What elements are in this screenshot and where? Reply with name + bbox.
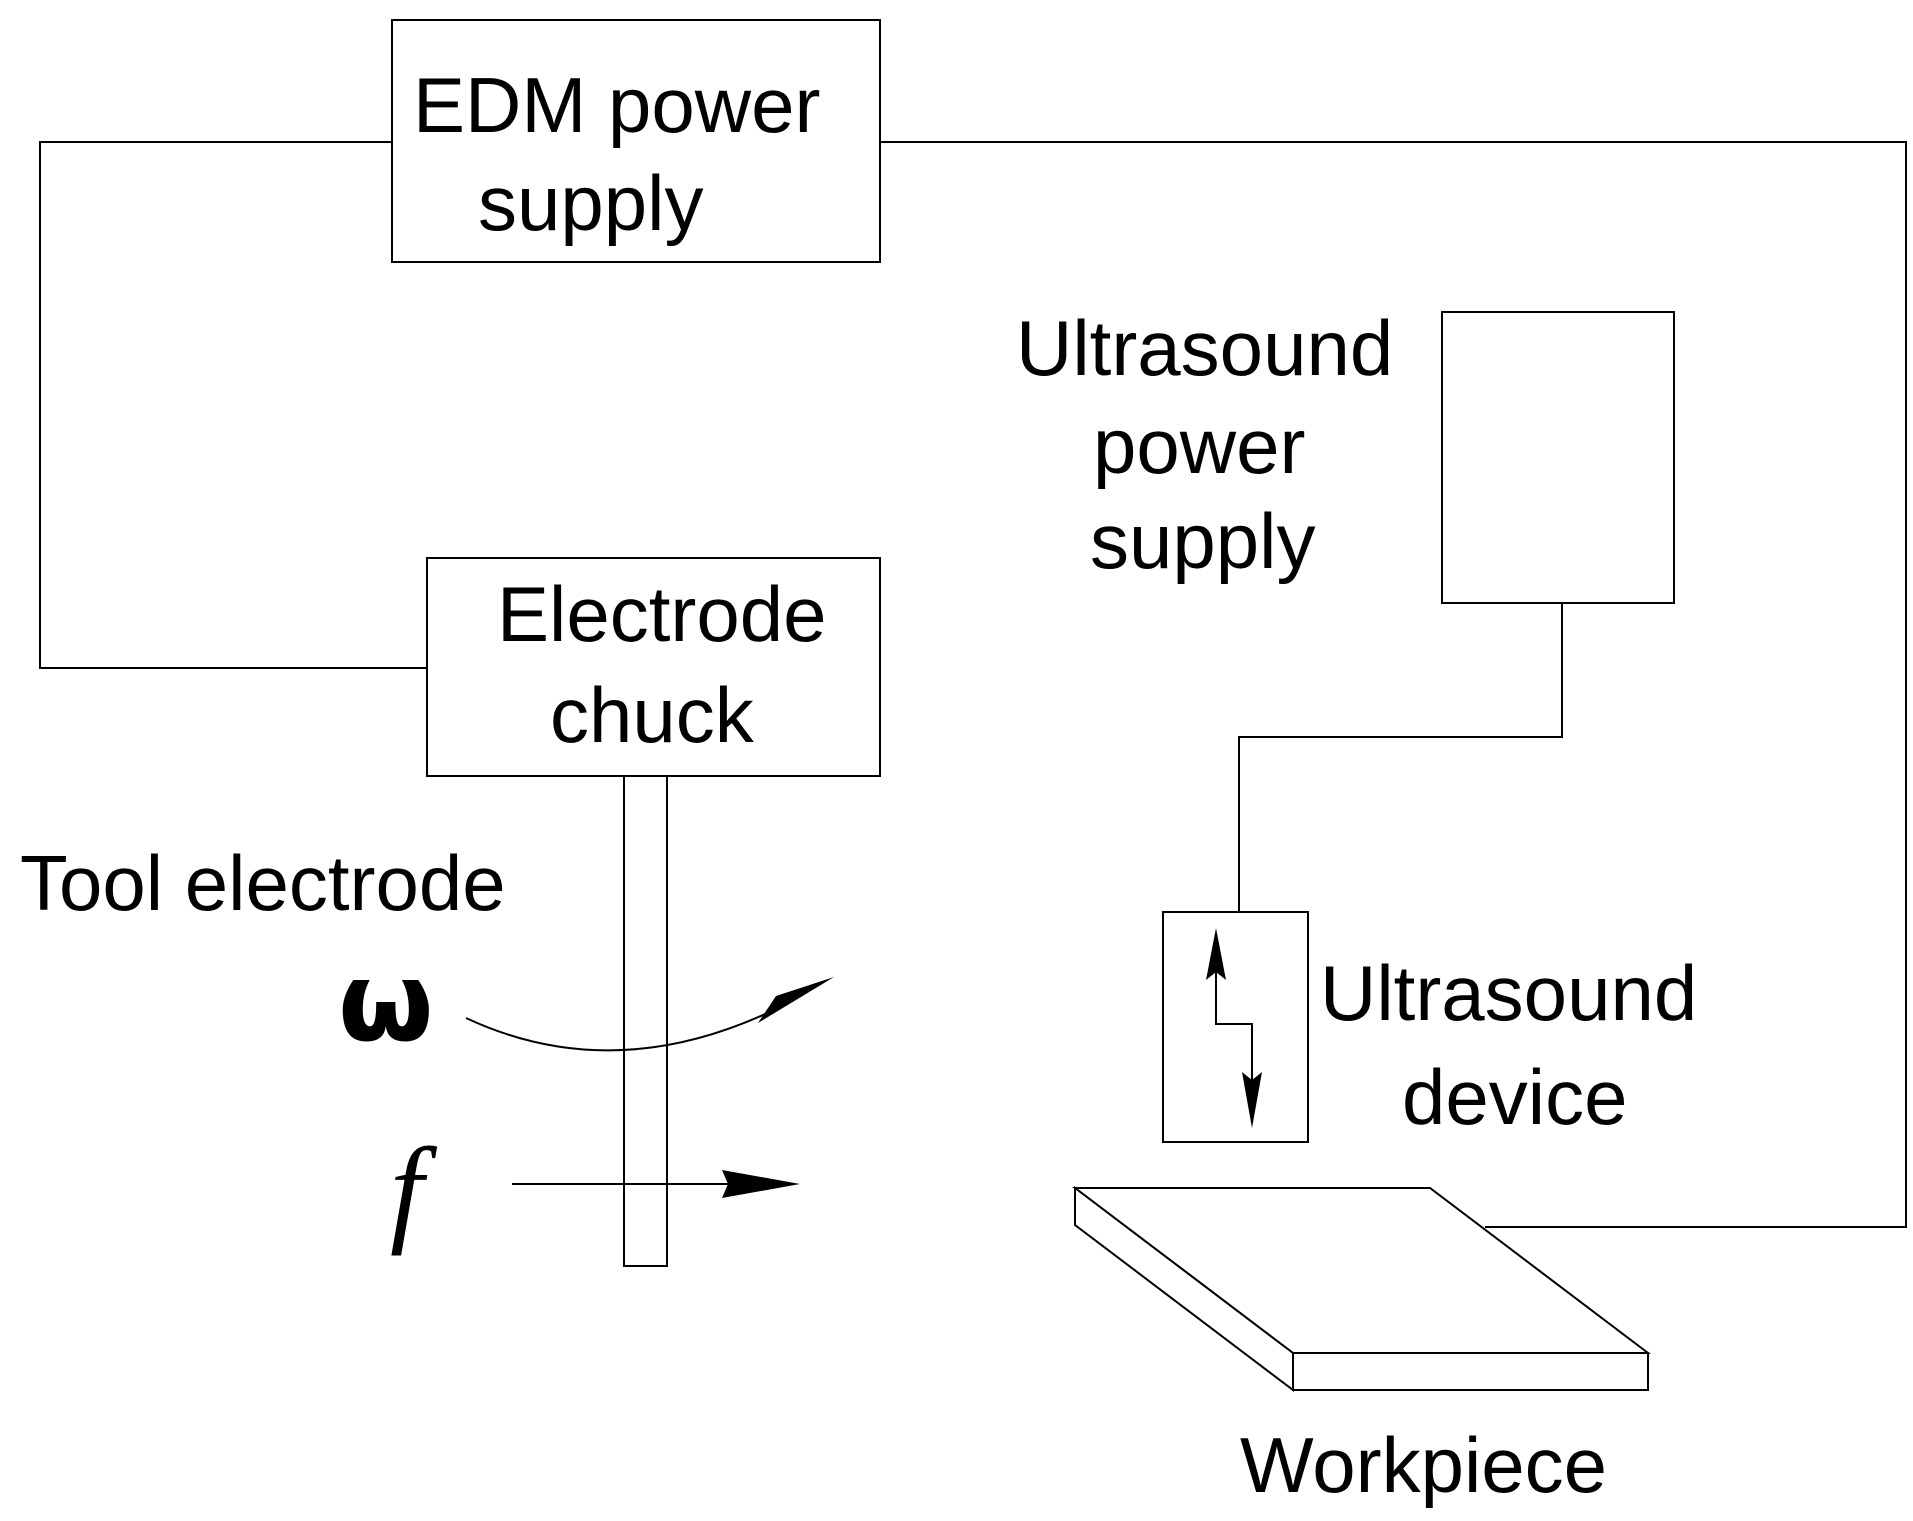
rotation-symbol: ω bbox=[338, 938, 434, 1066]
electrode-chuck-label-line2: chuck bbox=[550, 671, 755, 759]
wire-edm-to-chuck bbox=[39, 141, 427, 669]
vibration-arrowhead-down bbox=[1242, 1072, 1262, 1128]
edm-power-supply-label-line1: EDM power bbox=[413, 61, 820, 149]
edm-power-supply-label-line2: supply bbox=[478, 159, 703, 247]
ultrasound-device-box bbox=[1162, 911, 1309, 1143]
vibration-arrowhead-up bbox=[1206, 928, 1226, 980]
tool-electrode-label: Tool electrode bbox=[20, 839, 506, 927]
feed-arrowhead bbox=[722, 1170, 800, 1198]
ultrasound-device-label-line1: Ultrasound bbox=[1320, 949, 1697, 1037]
vibration-zigzag bbox=[1215, 958, 1253, 1088]
ultrasound-power-supply-label-line2: power bbox=[1093, 402, 1305, 490]
ultrasound-power-supply-label-line1: Ultrasound bbox=[1016, 304, 1393, 392]
wire-ultrasound-supply-to-device bbox=[1238, 603, 1563, 912]
feed-symbol: f bbox=[390, 1123, 438, 1256]
ultrasound-power-supply-label-line3: supply bbox=[1090, 497, 1315, 585]
edm-power-supply-box bbox=[391, 19, 881, 263]
workpiece-label: Workpiece bbox=[1240, 1421, 1607, 1509]
rotation-arc bbox=[465, 1001, 791, 1052]
rotation-arrowhead bbox=[758, 977, 834, 1023]
ultrasound-device-label-line2: device bbox=[1402, 1053, 1627, 1141]
electrode-chuck-label-line1: Electrode bbox=[497, 570, 827, 658]
workpiece-front-face bbox=[1292, 1352, 1649, 1391]
workpiece-side-face bbox=[1074, 1185, 1294, 1393]
ultrasound-power-supply-box bbox=[1441, 311, 1675, 604]
electrode-chuck-box bbox=[426, 557, 881, 777]
wire-edm-to-workpiece bbox=[880, 141, 1907, 1228]
tool-electrode-rod bbox=[623, 775, 668, 1267]
